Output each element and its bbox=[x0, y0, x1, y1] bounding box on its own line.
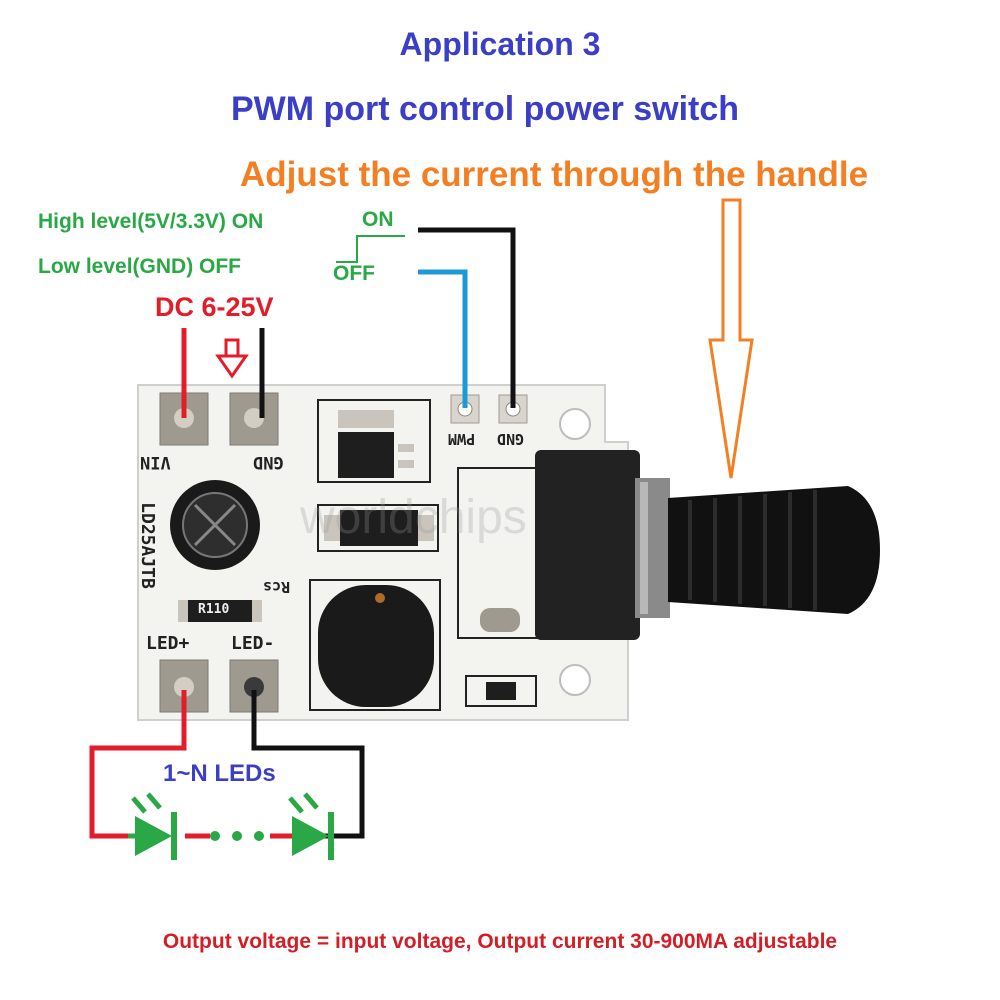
arrow-down-icon bbox=[215, 338, 249, 379]
page-subtitle: PWM port control power switch bbox=[230, 90, 740, 128]
mount-hole bbox=[559, 664, 591, 696]
leds-label: 1~N LEDs bbox=[163, 760, 276, 787]
power-input-label: DC 6-25V bbox=[155, 292, 274, 322]
led-minus-silkscreen: LED- bbox=[231, 633, 275, 654]
pwm-step-symbol bbox=[336, 235, 405, 263]
low-level-label: Low level(GND) OFF bbox=[38, 255, 242, 278]
model-silkscreen: LD25AJTB bbox=[136, 502, 158, 589]
led-symbol-icon bbox=[288, 792, 334, 860]
gnd-silkscreen: GND bbox=[253, 452, 284, 472]
potentiometer[interactable] bbox=[457, 450, 880, 640]
mount-hole bbox=[559, 408, 591, 440]
led-ellipsis-icon bbox=[210, 831, 264, 841]
led-plus-wire bbox=[89, 690, 187, 839]
led-minus-wire bbox=[251, 690, 365, 839]
on-label: ON bbox=[362, 208, 394, 231]
vin-silkscreen: VIN bbox=[140, 452, 171, 472]
gnd-signal-wire bbox=[418, 227, 516, 408]
page-title: Application 3 bbox=[399, 26, 601, 62]
led-plus-silkscreen: LED+ bbox=[146, 633, 190, 654]
off-label: OFF bbox=[333, 262, 375, 285]
footer-note: Output voltage = input voltage, Output c… bbox=[162, 930, 838, 953]
pcb-board bbox=[137, 384, 880, 721]
watermark: worldchips bbox=[300, 491, 527, 544]
gnd2-silkscreen: GND bbox=[497, 430, 525, 448]
led-symbol-icon bbox=[128, 792, 177, 860]
resistor-code: R110 bbox=[198, 602, 230, 617]
pwm-silkscreen: PWM bbox=[448, 430, 476, 448]
handle-note: Adjust the current through the handle bbox=[240, 155, 869, 194]
orange-arrow-icon bbox=[708, 198, 754, 479]
rcs-silkscreen: Rcs bbox=[263, 578, 291, 596]
pwm-signal-wire bbox=[418, 269, 468, 408]
wires bbox=[89, 227, 516, 839]
high-level-label: High level(5V/3.3V) ON bbox=[38, 210, 264, 233]
